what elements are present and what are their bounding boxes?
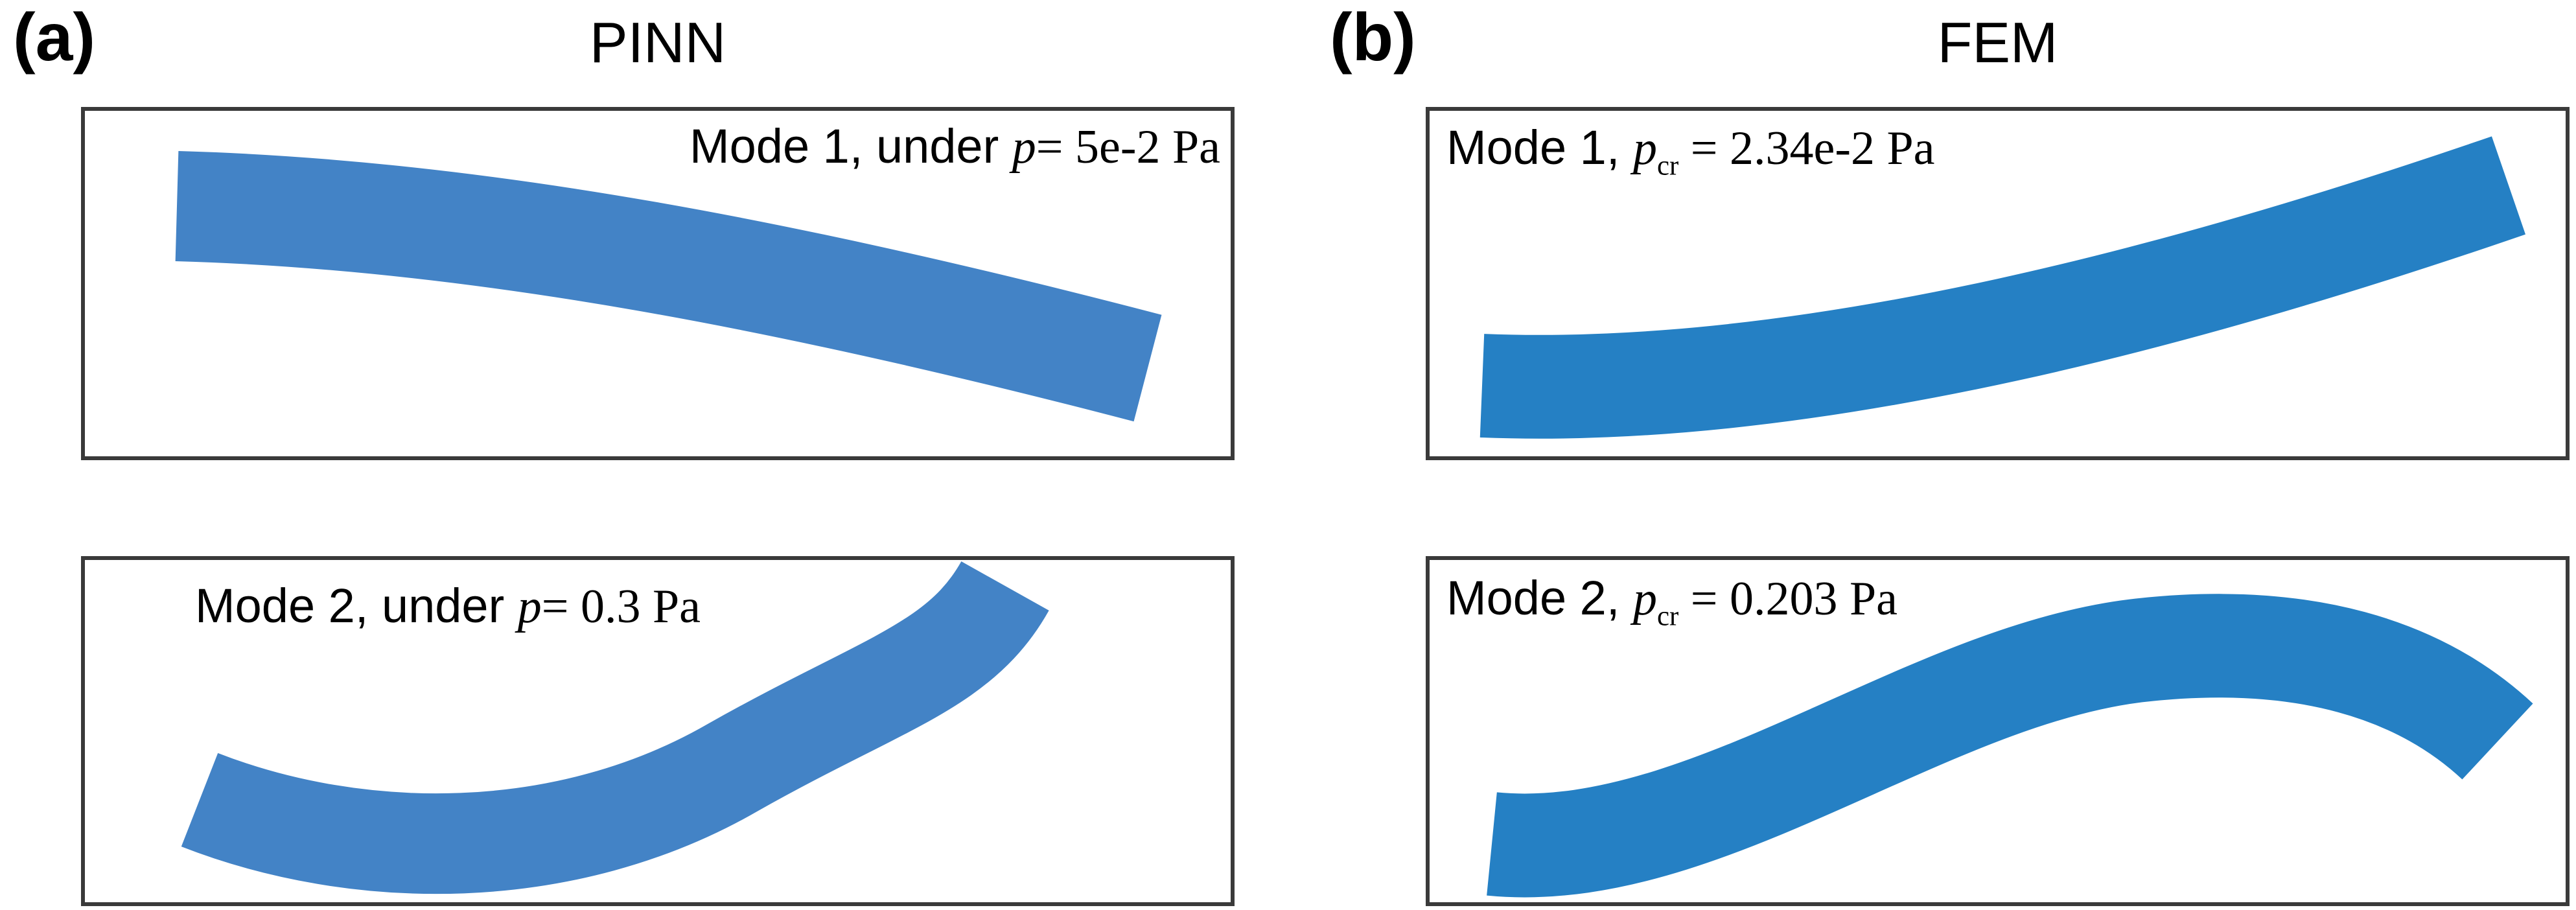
beam-plot-fem-mode-2 xyxy=(1487,594,2533,898)
caption-text: Mode 2, xyxy=(1446,571,1633,625)
column-title-fem: FEM xyxy=(1937,10,2058,75)
caption-pinn-mode-2: Mode 2, under p= 0.3 Pa xyxy=(195,578,701,640)
pressure-value: = 5e-2 Pa xyxy=(1036,121,1220,174)
beam-shape-pinn-mode-2 xyxy=(181,560,1049,894)
panel-fem-mode-1: Mode 1, pcr = 2.34e-2 Pa xyxy=(1426,107,2570,460)
panel-pinn-mode-1: Mode 1, under p= 5e-2 Pa xyxy=(81,107,1235,460)
pressure-subscript: cr xyxy=(1656,601,1679,632)
beam-shape-pinn-mode-1 xyxy=(175,151,1162,422)
beam-plot-pinn-mode-1 xyxy=(175,151,1162,422)
beam-plot-pinn-mode-2 xyxy=(181,560,1049,894)
pressure-symbol: p xyxy=(1632,572,1657,625)
caption-fem-mode-1: Mode 1, pcr = 2.34e-2 Pa xyxy=(1446,120,1935,182)
pressure-symbol: p xyxy=(1012,121,1036,174)
panel-pinn-mode-2: Mode 2, under p= 0.3 Pa xyxy=(81,556,1235,906)
beam-shape-fem-mode-1 xyxy=(1479,136,2526,439)
subfigure-label-a: (a) xyxy=(13,0,96,75)
caption-text: Mode 1, under xyxy=(690,119,1012,173)
beam-shape-fem-mode-2 xyxy=(1487,594,2533,898)
caption-text: Mode 2, under xyxy=(195,579,518,633)
caption-text: Mode 1, xyxy=(1446,121,1633,174)
pressure-value: = 0.3 Pa xyxy=(541,580,701,633)
pressure-subscript: cr xyxy=(1656,150,1679,181)
beam-plot-fem-mode-1 xyxy=(1479,136,2526,439)
column-title-pinn: PINN xyxy=(589,10,726,75)
panel-fem-mode-2: Mode 2, pcr = 0.203 Pa xyxy=(1426,556,2570,906)
pressure-symbol: p xyxy=(1632,122,1657,175)
subfigure-label-b: (b) xyxy=(1330,0,1416,75)
caption-fem-mode-2: Mode 2, pcr = 0.203 Pa xyxy=(1446,570,1897,633)
pressure-value: = 2.34e-2 Pa xyxy=(1678,122,1935,175)
caption-pinn-mode-1: Mode 1, under p= 5e-2 Pa xyxy=(690,119,1220,181)
pressure-symbol: p xyxy=(517,580,542,633)
pressure-value: = 0.203 Pa xyxy=(1678,572,1898,625)
